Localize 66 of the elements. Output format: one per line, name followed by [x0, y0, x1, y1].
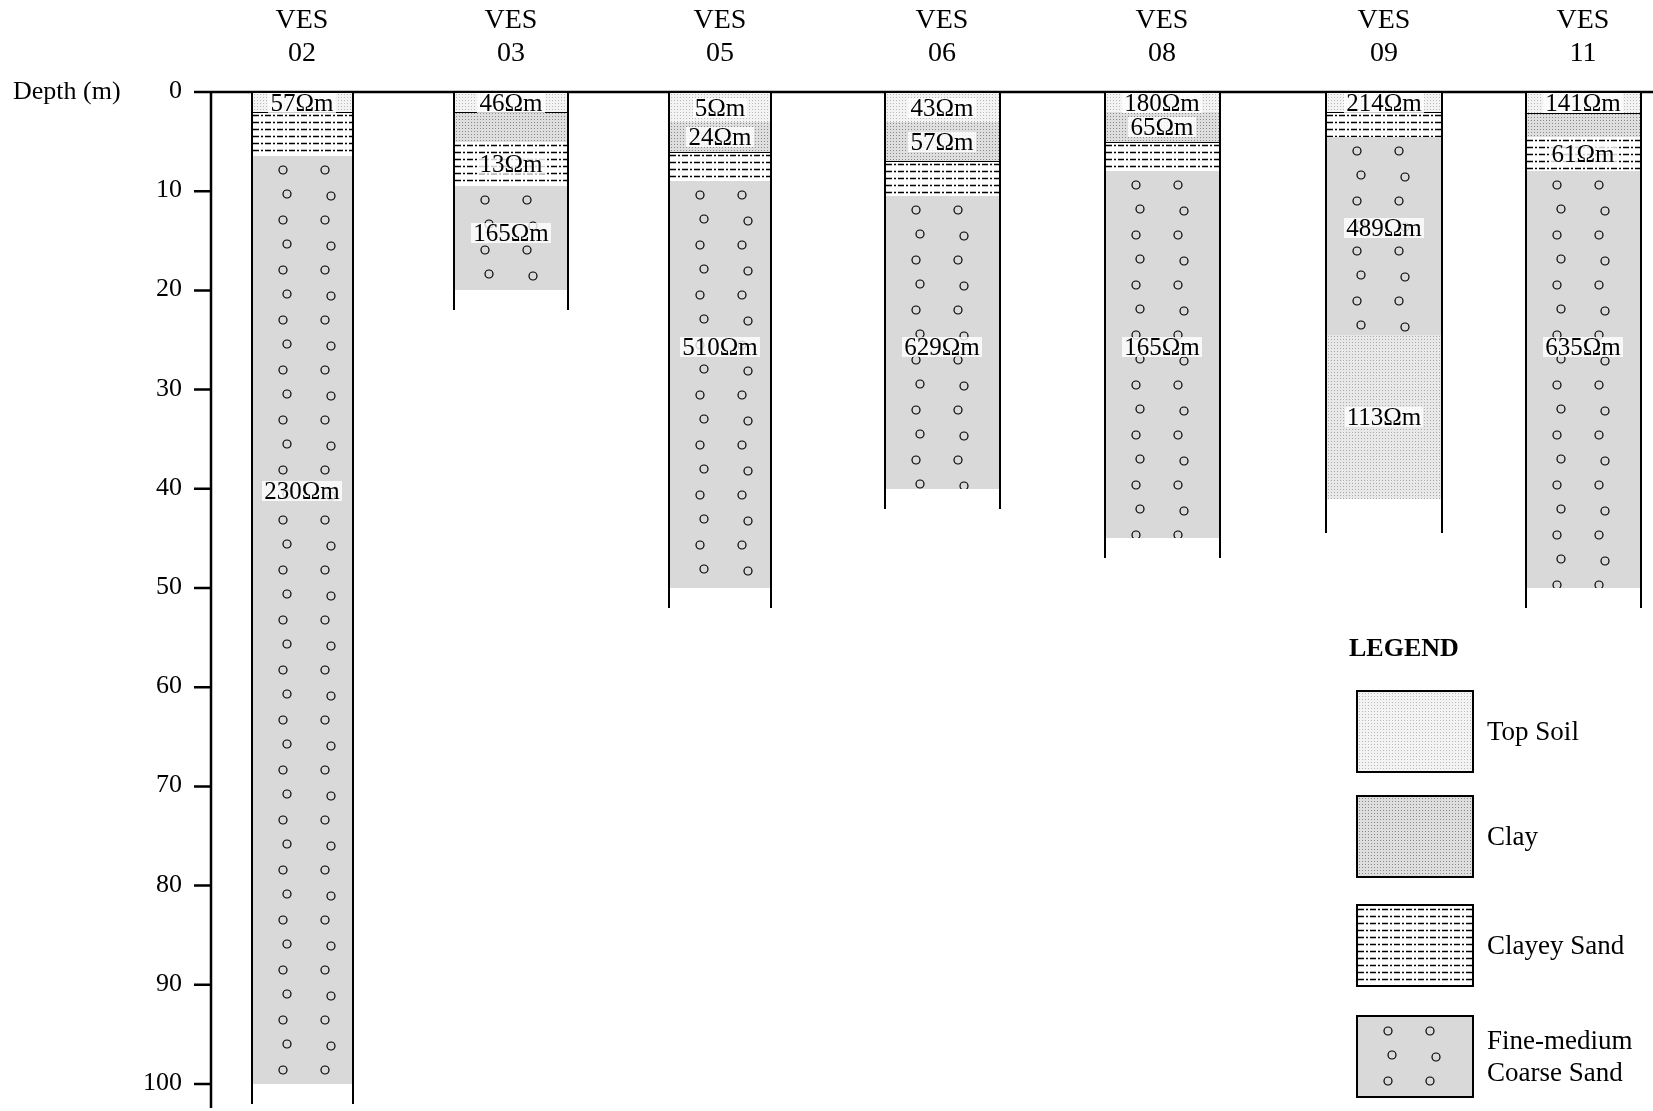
resistivity-value: 510Ωm — [680, 336, 760, 357]
legend-label: Top Soil — [1487, 715, 1580, 747]
column-heading: VES 02 — [274, 2, 330, 68]
sand-layer — [670, 181, 770, 588]
resistivity-value: 57Ωm — [908, 131, 976, 152]
topsoil-layer — [1526, 92, 1640, 116]
topsoil-layer — [1105, 92, 1219, 115]
resistivity-value: 61Ωm — [1549, 144, 1617, 164]
topsoil-layer — [455, 92, 567, 115]
resistivity-value: 489Ωm — [1344, 217, 1424, 238]
column-heading: VES 08 — [1134, 2, 1190, 68]
column-heading: VES 03 — [483, 2, 539, 68]
legend-label: Clay — [1487, 820, 1539, 852]
resistivity-value: 13Ωm — [477, 153, 545, 174]
axis-title: Depth (m) — [13, 76, 121, 106]
soil-layer — [1327, 335, 1441, 499]
sand-layer — [1327, 136, 1441, 335]
tick-label: 100 — [142, 1068, 182, 1096]
resistivity-value: 230Ωm — [262, 480, 342, 501]
topsoil-layer — [885, 92, 999, 125]
clay-layer — [1526, 112, 1640, 137]
clayey-sand-layer — [885, 161, 999, 197]
tick-label: 60 — [155, 671, 182, 700]
column-heading: VES 06 — [914, 2, 970, 68]
clayey-sand-layer — [1327, 111, 1441, 137]
resistivity-value: 629Ωm — [902, 336, 982, 357]
tick-label: 50 — [155, 572, 182, 600]
tick-label: 80 — [155, 869, 182, 898]
resistivity-value: 5Ωm — [692, 97, 748, 118]
clayey-sand-layer — [1526, 136, 1640, 172]
tick-label: 90 — [155, 968, 182, 997]
resistivity-value: 141Ωm — [1543, 93, 1623, 114]
sand-layer — [1526, 171, 1640, 588]
sand-layer — [885, 196, 999, 489]
tick-label: 0 — [168, 76, 182, 104]
column-heading: VES 09 — [1356, 2, 1412, 68]
resistivity-value: 165Ωm — [1122, 336, 1202, 357]
resistivity-value: 46Ωm — [477, 92, 545, 113]
tick-label: 20 — [155, 274, 182, 303]
column-heading: VES 11 — [1555, 2, 1611, 68]
resistivity-value: 65Ωm — [1128, 116, 1196, 137]
clay-layer — [1105, 111, 1219, 142]
clay-layer — [670, 121, 770, 152]
resistivity-value: 24Ωm — [686, 126, 754, 147]
legend-label: Clayey Sand — [1487, 929, 1626, 961]
clay-layer — [885, 121, 999, 162]
tick-label: 30 — [155, 373, 182, 402]
topsoil-layer — [670, 92, 770, 125]
tick-label: 10 — [155, 175, 182, 204]
resistivity-value: 165Ωm — [471, 222, 551, 243]
resistivity-value: 57Ωm — [268, 92, 336, 113]
legend-title: LEGEND — [1349, 633, 1459, 663]
sand-layer — [1105, 171, 1219, 539]
sand-layer — [455, 186, 567, 291]
tick-label: 70 — [155, 770, 182, 799]
resistivity-value: 43Ωm — [908, 97, 976, 118]
topsoil-layer — [1327, 92, 1441, 115]
clay-layer — [455, 111, 567, 142]
resistivity-value: 635Ωm — [1543, 336, 1623, 357]
topsoil-layer — [252, 92, 352, 115]
resistivity-value: 180Ωm — [1122, 92, 1202, 113]
tick-label: 40 — [155, 472, 182, 501]
column-heading: VES 05 — [692, 2, 748, 68]
resistivity-value: 113Ωm — [1344, 406, 1424, 427]
legend-label: Fine-medium Coarse Sand — [1487, 1024, 1634, 1088]
resistivity-value: 214Ωm — [1344, 92, 1424, 113]
